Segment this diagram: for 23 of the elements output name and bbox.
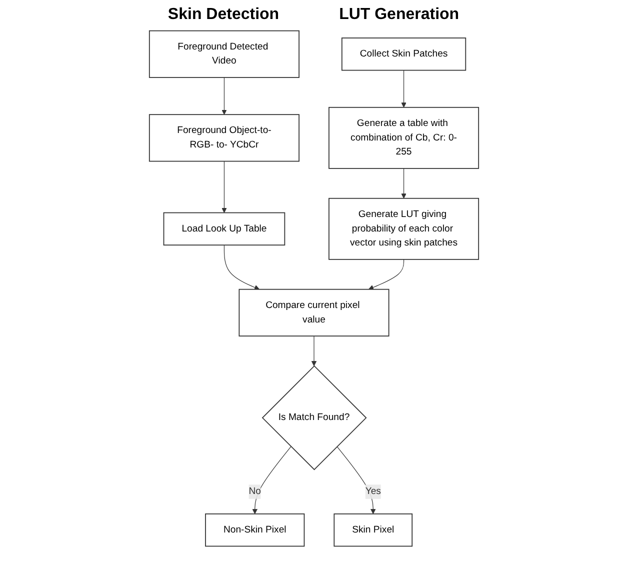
- node-diamond: Is Match Found?: [261, 365, 366, 470]
- edge-label: Yes: [364, 486, 380, 497]
- node-box: Generate LUT giving probability of each color vector using skin patches: [328, 198, 479, 260]
- node-box: Compare current pixel value: [238, 288, 389, 336]
- node-box: Skin Pixel: [333, 513, 412, 547]
- arrow: [223, 244, 260, 290]
- edge-label: No: [248, 486, 260, 497]
- arrow: [221, 77, 226, 115]
- node-box: Non-Skin Pixel: [204, 513, 304, 547]
- arrow: [221, 160, 226, 213]
- arrow: [368, 259, 404, 290]
- node-box: Generate a table with combination of Cb, Cr: 0-255: [328, 106, 479, 169]
- column-heading: LUT Generation: [339, 6, 460, 24]
- arrow: [400, 168, 406, 199]
- node-box: Collect Skin Patches: [340, 38, 466, 71]
- node-box: Foreground Object-to-RGB- to- YCbCr: [148, 114, 299, 162]
- column-heading: Skin Detection: [168, 6, 280, 24]
- arrow: [400, 70, 406, 108]
- node-box: Load Look Up Table: [162, 212, 285, 246]
- arrow: [310, 336, 316, 366]
- arrow: [252, 446, 291, 514]
- node-box: Foreground Detected Video: [148, 30, 299, 78]
- arrow: [336, 446, 376, 514]
